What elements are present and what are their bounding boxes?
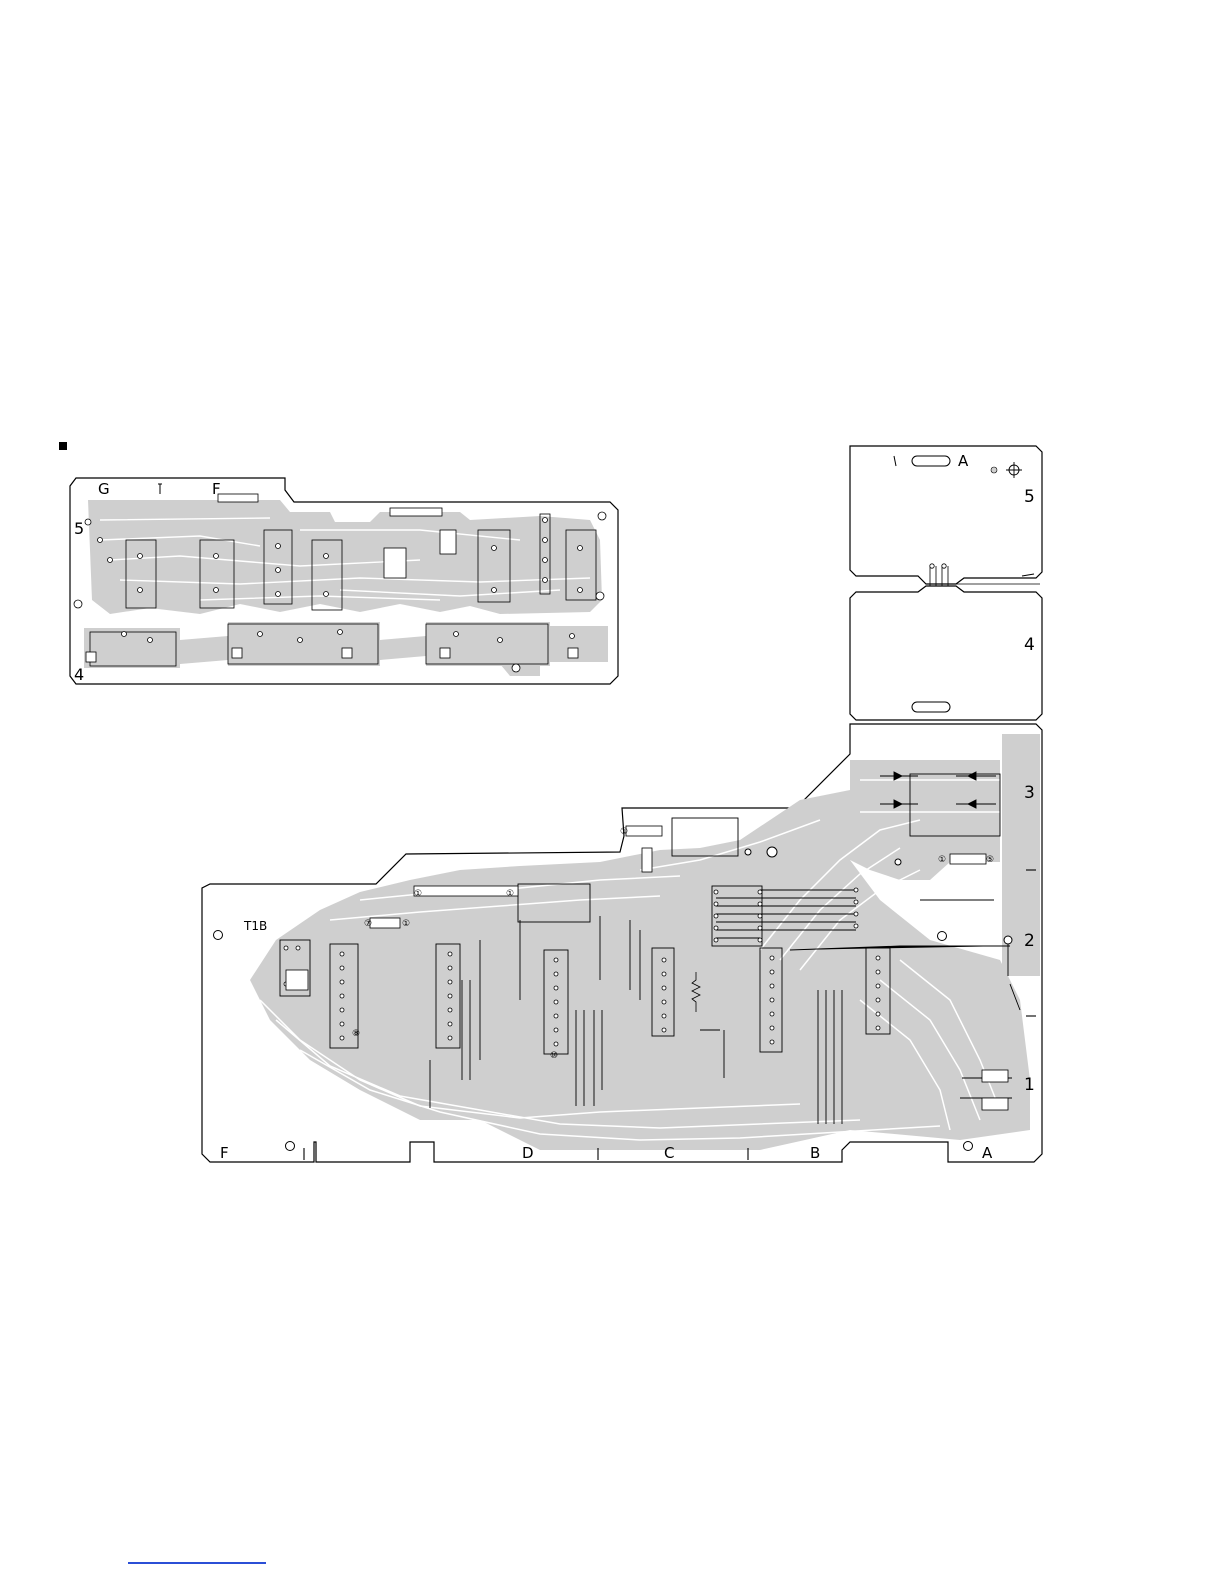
top-board-grid-letter-f: F — [212, 480, 221, 498]
pin-mark: ① — [506, 889, 514, 899]
pin-mark: ⑦ — [364, 919, 372, 929]
right-board-upper-outline — [850, 446, 1042, 584]
right-board-lower-outline — [850, 586, 1042, 720]
row-number-2: 2 — [1024, 931, 1035, 951]
pin-mark: ① — [402, 919, 410, 929]
pin-mark: ⑩ — [550, 1051, 558, 1061]
row-number-3: 3 — [1024, 783, 1035, 803]
right-board-upper: A 5 — [850, 446, 1042, 604]
pin-mark: ⑤ — [986, 855, 994, 865]
column-letter-c: C — [664, 1144, 674, 1162]
pin-mark: ① — [938, 855, 946, 865]
main-board-copper — [250, 734, 1040, 1150]
reference-t1b: T1B — [243, 919, 267, 933]
column-letter-a: A — [982, 1144, 993, 1162]
pin-mark: ① — [414, 889, 422, 899]
main-board: ① ① ⑦ ① ① ⑧ ⑩ ① ⑤ T1B F D C B A 3 2 1 — [202, 724, 1042, 1162]
row-number-1: 1 — [1024, 1075, 1035, 1095]
top-board-row-number-4: 4 — [74, 665, 84, 684]
right-board-grid-letter-a: A — [958, 452, 969, 470]
pin-mark: ⑧ — [352, 1029, 360, 1039]
column-letter-f: F — [220, 1144, 229, 1162]
column-letter-d: D — [522, 1144, 534, 1162]
section-bullet — [59, 442, 67, 450]
right-board-row-number-5: 5 — [1024, 487, 1035, 507]
top-board-grid-letter-g: G — [98, 480, 110, 498]
mounting-slot-lower — [912, 702, 950, 712]
right-board-lower: 4 — [850, 586, 1042, 720]
right-board-row-number-4: 4 — [1024, 635, 1035, 655]
fiducial-pad — [991, 467, 997, 473]
mounting-slot — [912, 456, 950, 466]
top-board-row-number-5: 5 — [74, 519, 84, 538]
column-letter-b: B — [810, 1144, 820, 1162]
pin-mark: ① — [620, 827, 628, 837]
footer-link-underline[interactable] — [128, 1562, 266, 1564]
top-board: G F 5 4 — [70, 478, 618, 684]
